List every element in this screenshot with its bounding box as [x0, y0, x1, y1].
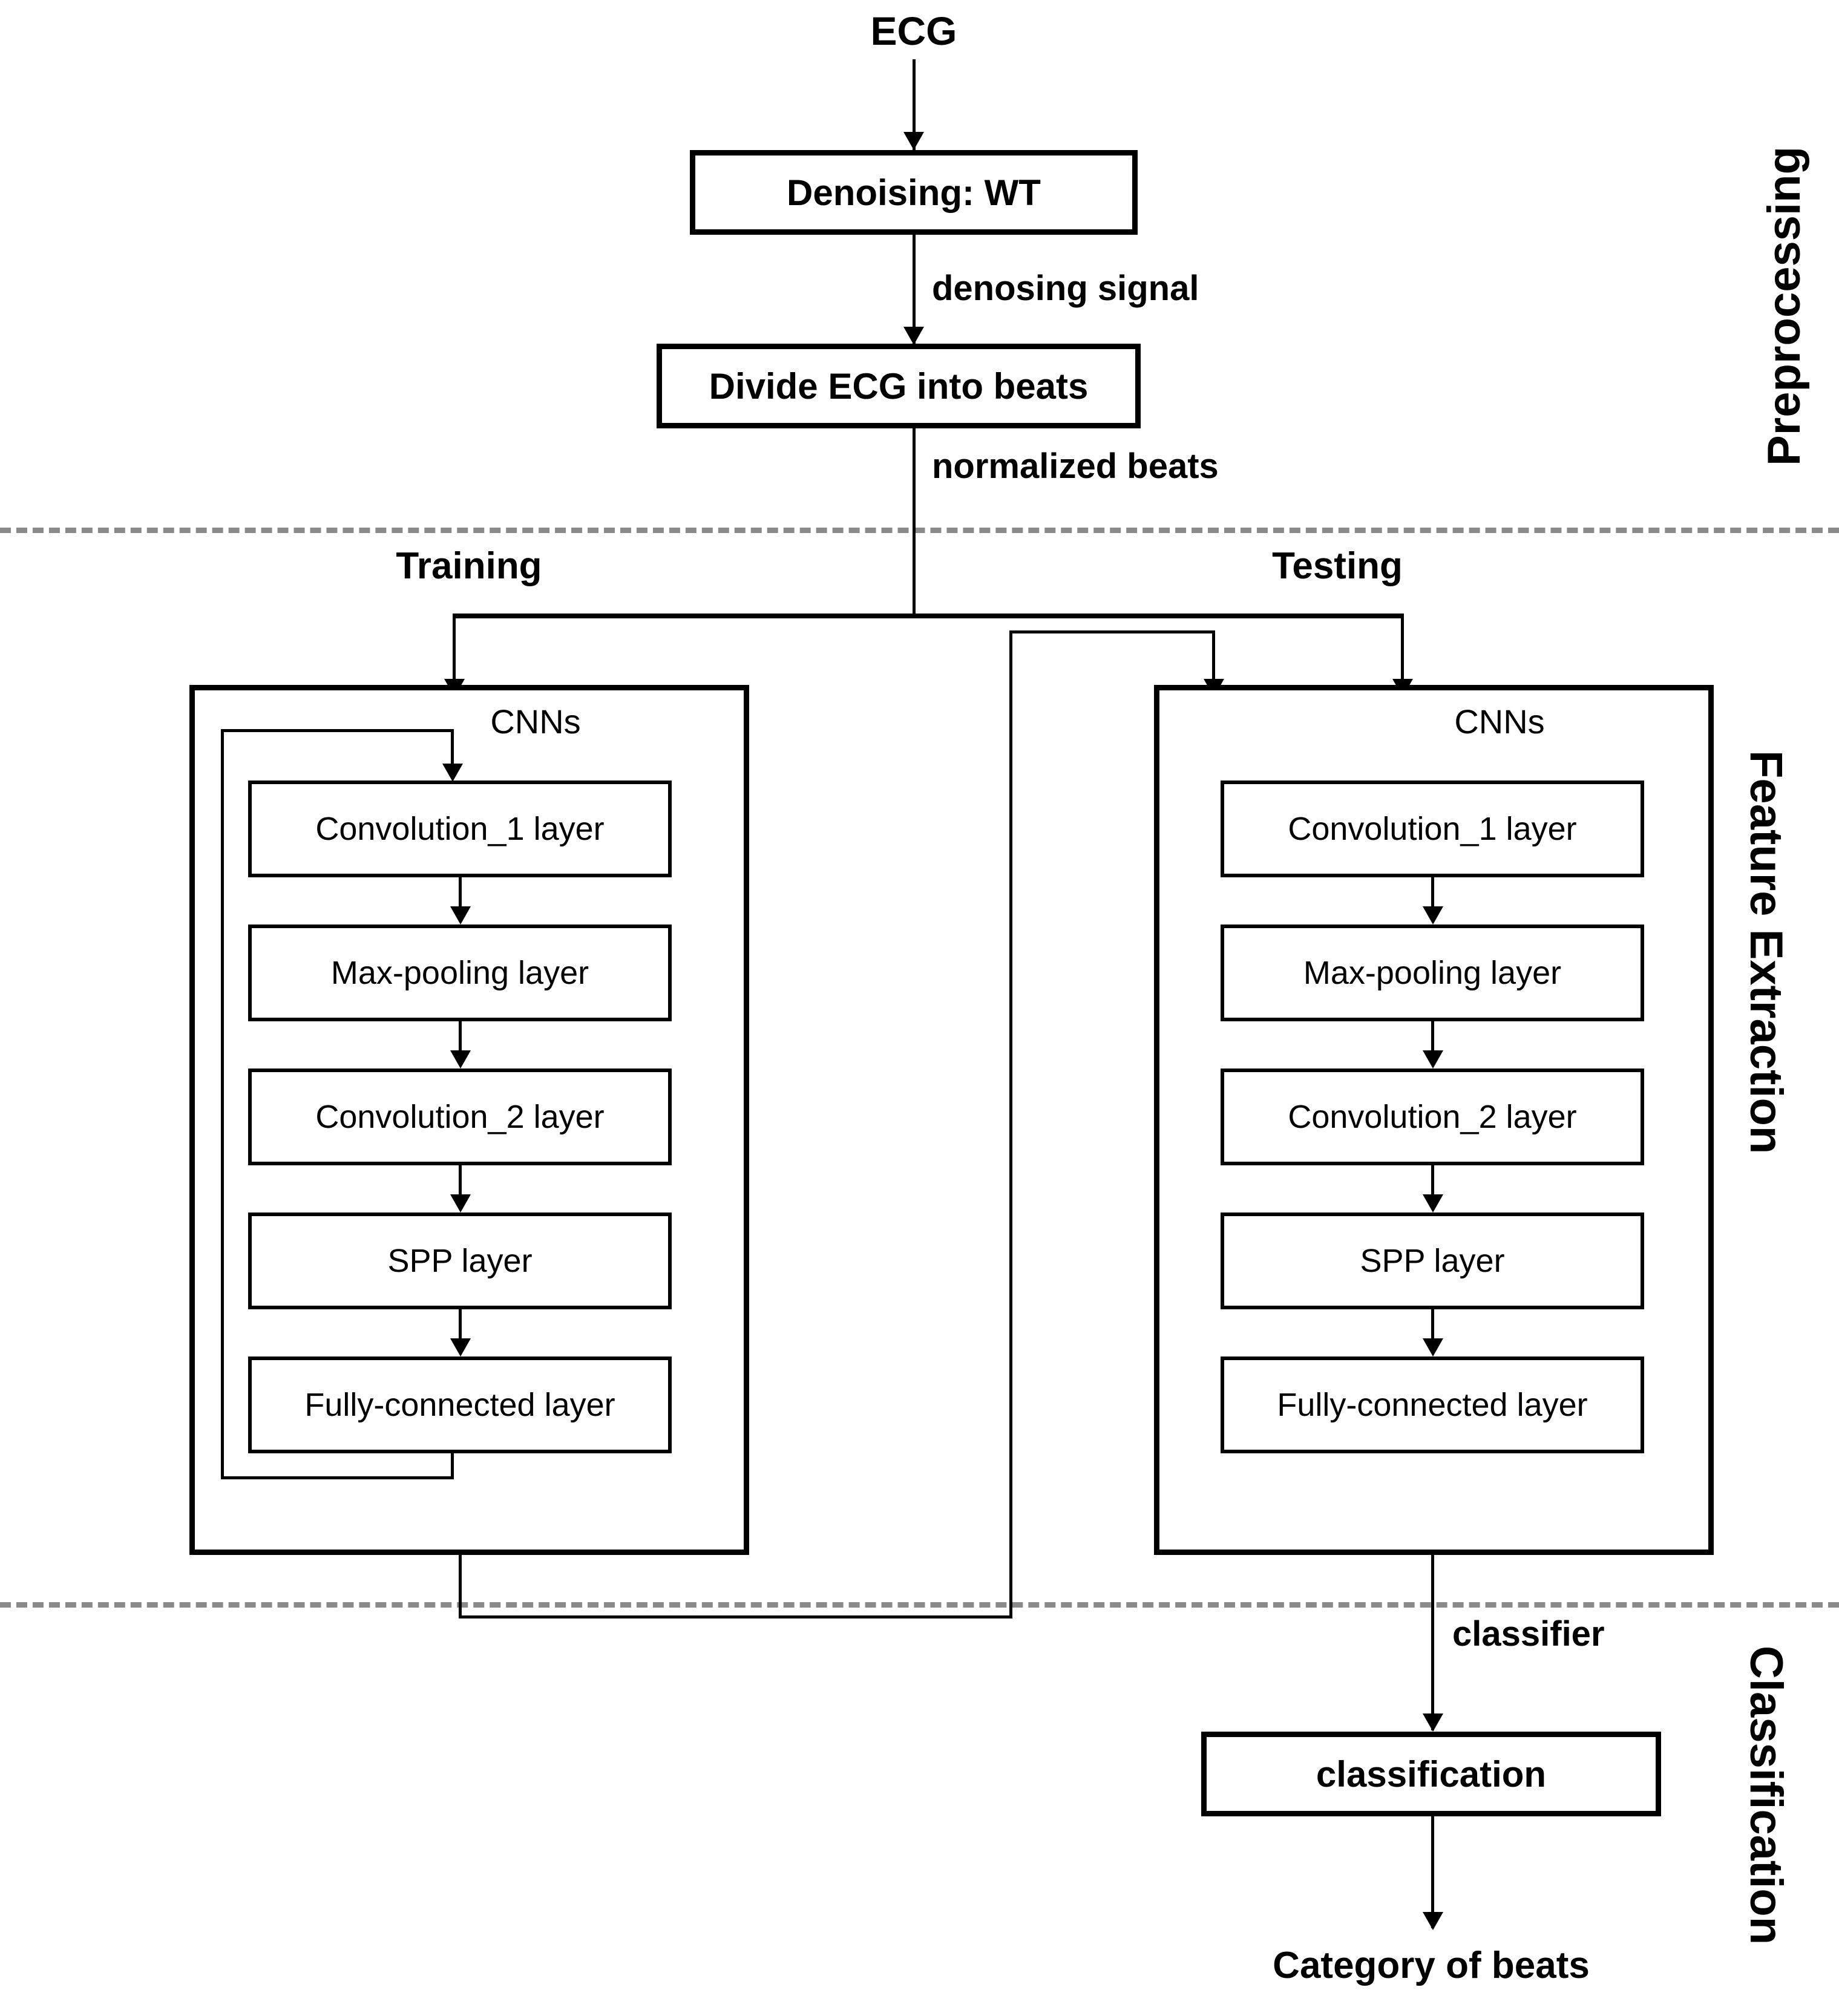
layer-label-testing-2: Convolution_2 layer [1288, 1099, 1577, 1135]
edge-training-out-up [1009, 630, 1012, 1618]
edge-label-denosing-signal: denosing signal [932, 269, 1199, 308]
edge-denoising-to-divide [913, 235, 916, 344]
section-title-classification: Classification [1740, 1646, 1792, 1945]
layer-label-training-4: Fully-connected layer [304, 1387, 615, 1423]
section-title-feature-extraction: Feature Extraction [1740, 750, 1792, 1154]
node-classification: classification [1201, 1732, 1661, 1816]
section-title-preprocessing: Preprocessing [1759, 146, 1810, 466]
node-divide-ecg: Divide ECG into beats [657, 344, 1141, 428]
edge-testing-0-1 [1431, 877, 1434, 920]
arrowhead-output [1423, 1912, 1443, 1930]
edge-classification-to-output [1431, 1816, 1434, 1928]
arrowhead-testing-2 [1423, 1050, 1443, 1069]
layer-box-training-1: Max-pooling layer [248, 925, 672, 1021]
layer-label-training-1: Max-pooling layer [330, 955, 589, 991]
edge-label-classifier: classifier [1452, 1614, 1605, 1654]
edge-training-3-4 [459, 1309, 462, 1352]
arrowhead-classification [1423, 1713, 1443, 1732]
cnn-title-training: CNNs [490, 702, 581, 741]
edge-ecg-to-denoising [913, 59, 916, 150]
edge-training-out-down [459, 1555, 462, 1618]
arrowhead-training-1 [450, 906, 471, 925]
arrowhead-testing-1 [1423, 906, 1443, 925]
node-denoising-label: Denoising: WT [787, 172, 1041, 213]
loop-feedback-riser-training [451, 1443, 454, 1479]
layer-box-training-0: Convolution_1 layer [248, 781, 672, 877]
arrowhead-training-2 [450, 1050, 471, 1069]
divider-preprocessing-feature [0, 528, 1839, 533]
edge-bus-to-training [453, 614, 456, 685]
node-denoising: Denoising: WT [690, 150, 1138, 235]
edge-label-normalized-beats: normalized beats [932, 447, 1219, 486]
layer-box-testing-0: Convolution_1 layer [1221, 781, 1644, 877]
edge-training-0-1 [459, 877, 462, 920]
arrowhead-loop-into-conv1 [442, 764, 463, 782]
edge-divide-to-split [913, 428, 916, 616]
layer-label-training-0: Convolution_1 layer [315, 811, 605, 847]
edge-training-out-drop [1212, 630, 1215, 685]
branch-label-training: Training [396, 545, 542, 587]
node-divide-ecg-label: Divide ECG into beats [709, 365, 1089, 407]
loop-bottom-edge-training [221, 1476, 454, 1479]
loop-right-stub-training [451, 729, 454, 777]
layer-label-testing-4: Fully-connected layer [1277, 1387, 1588, 1423]
edge-testing-2-3 [1431, 1165, 1434, 1208]
edge-training-1-2 [459, 1021, 462, 1064]
edge-testing-to-classification [1431, 1555, 1434, 1730]
layer-box-training-2: Convolution_2 layer [248, 1069, 672, 1165]
loop-top-edge-training [221, 729, 454, 732]
arrowhead-training-4 [450, 1338, 471, 1357]
layer-box-testing-1: Max-pooling layer [1221, 925, 1644, 1021]
edge-training-out-right [459, 1615, 1012, 1618]
layer-label-training-2: Convolution_2 layer [315, 1099, 605, 1135]
output-label-category-of-beats: Category of beats [1273, 1945, 1590, 1986]
divider-feature-classification [0, 1602, 1839, 1608]
edge-bus-to-testing [1401, 614, 1404, 685]
arrowhead-testing-4 [1423, 1338, 1443, 1357]
layer-box-testing-2: Convolution_2 layer [1221, 1069, 1644, 1165]
layer-label-testing-3: SPP layer [1360, 1243, 1505, 1279]
arrowhead-testing-3 [1423, 1194, 1443, 1213]
layer-box-training-4: Fully-connected layer [248, 1357, 672, 1453]
arrowhead-training-3 [450, 1194, 471, 1213]
cnn-title-testing: CNNs [1454, 702, 1545, 741]
layer-label-testing-1: Max-pooling layer [1303, 955, 1562, 991]
branch-label-testing: Testing [1272, 545, 1403, 587]
layer-label-testing-0: Convolution_1 layer [1288, 811, 1577, 847]
arrowhead-divide [903, 327, 924, 345]
node-classification-label: classification [1316, 1753, 1547, 1795]
edge-split-bus [453, 614, 1404, 618]
layer-label-training-3: SPP layer [387, 1243, 533, 1279]
edge-training-2-3 [459, 1165, 462, 1208]
loop-left-edge-training [221, 729, 224, 1479]
input-label-ecg: ECG [870, 8, 957, 53]
layer-box-training-3: SPP layer [248, 1213, 672, 1309]
arrowhead-denoising [903, 132, 924, 150]
edge-testing-1-2 [1431, 1021, 1434, 1064]
edge-testing-3-4 [1431, 1309, 1434, 1352]
edge-training-out-to-testing [1009, 630, 1215, 633]
layer-box-testing-3: SPP layer [1221, 1213, 1644, 1309]
layer-box-testing-4: Fully-connected layer [1221, 1357, 1644, 1453]
